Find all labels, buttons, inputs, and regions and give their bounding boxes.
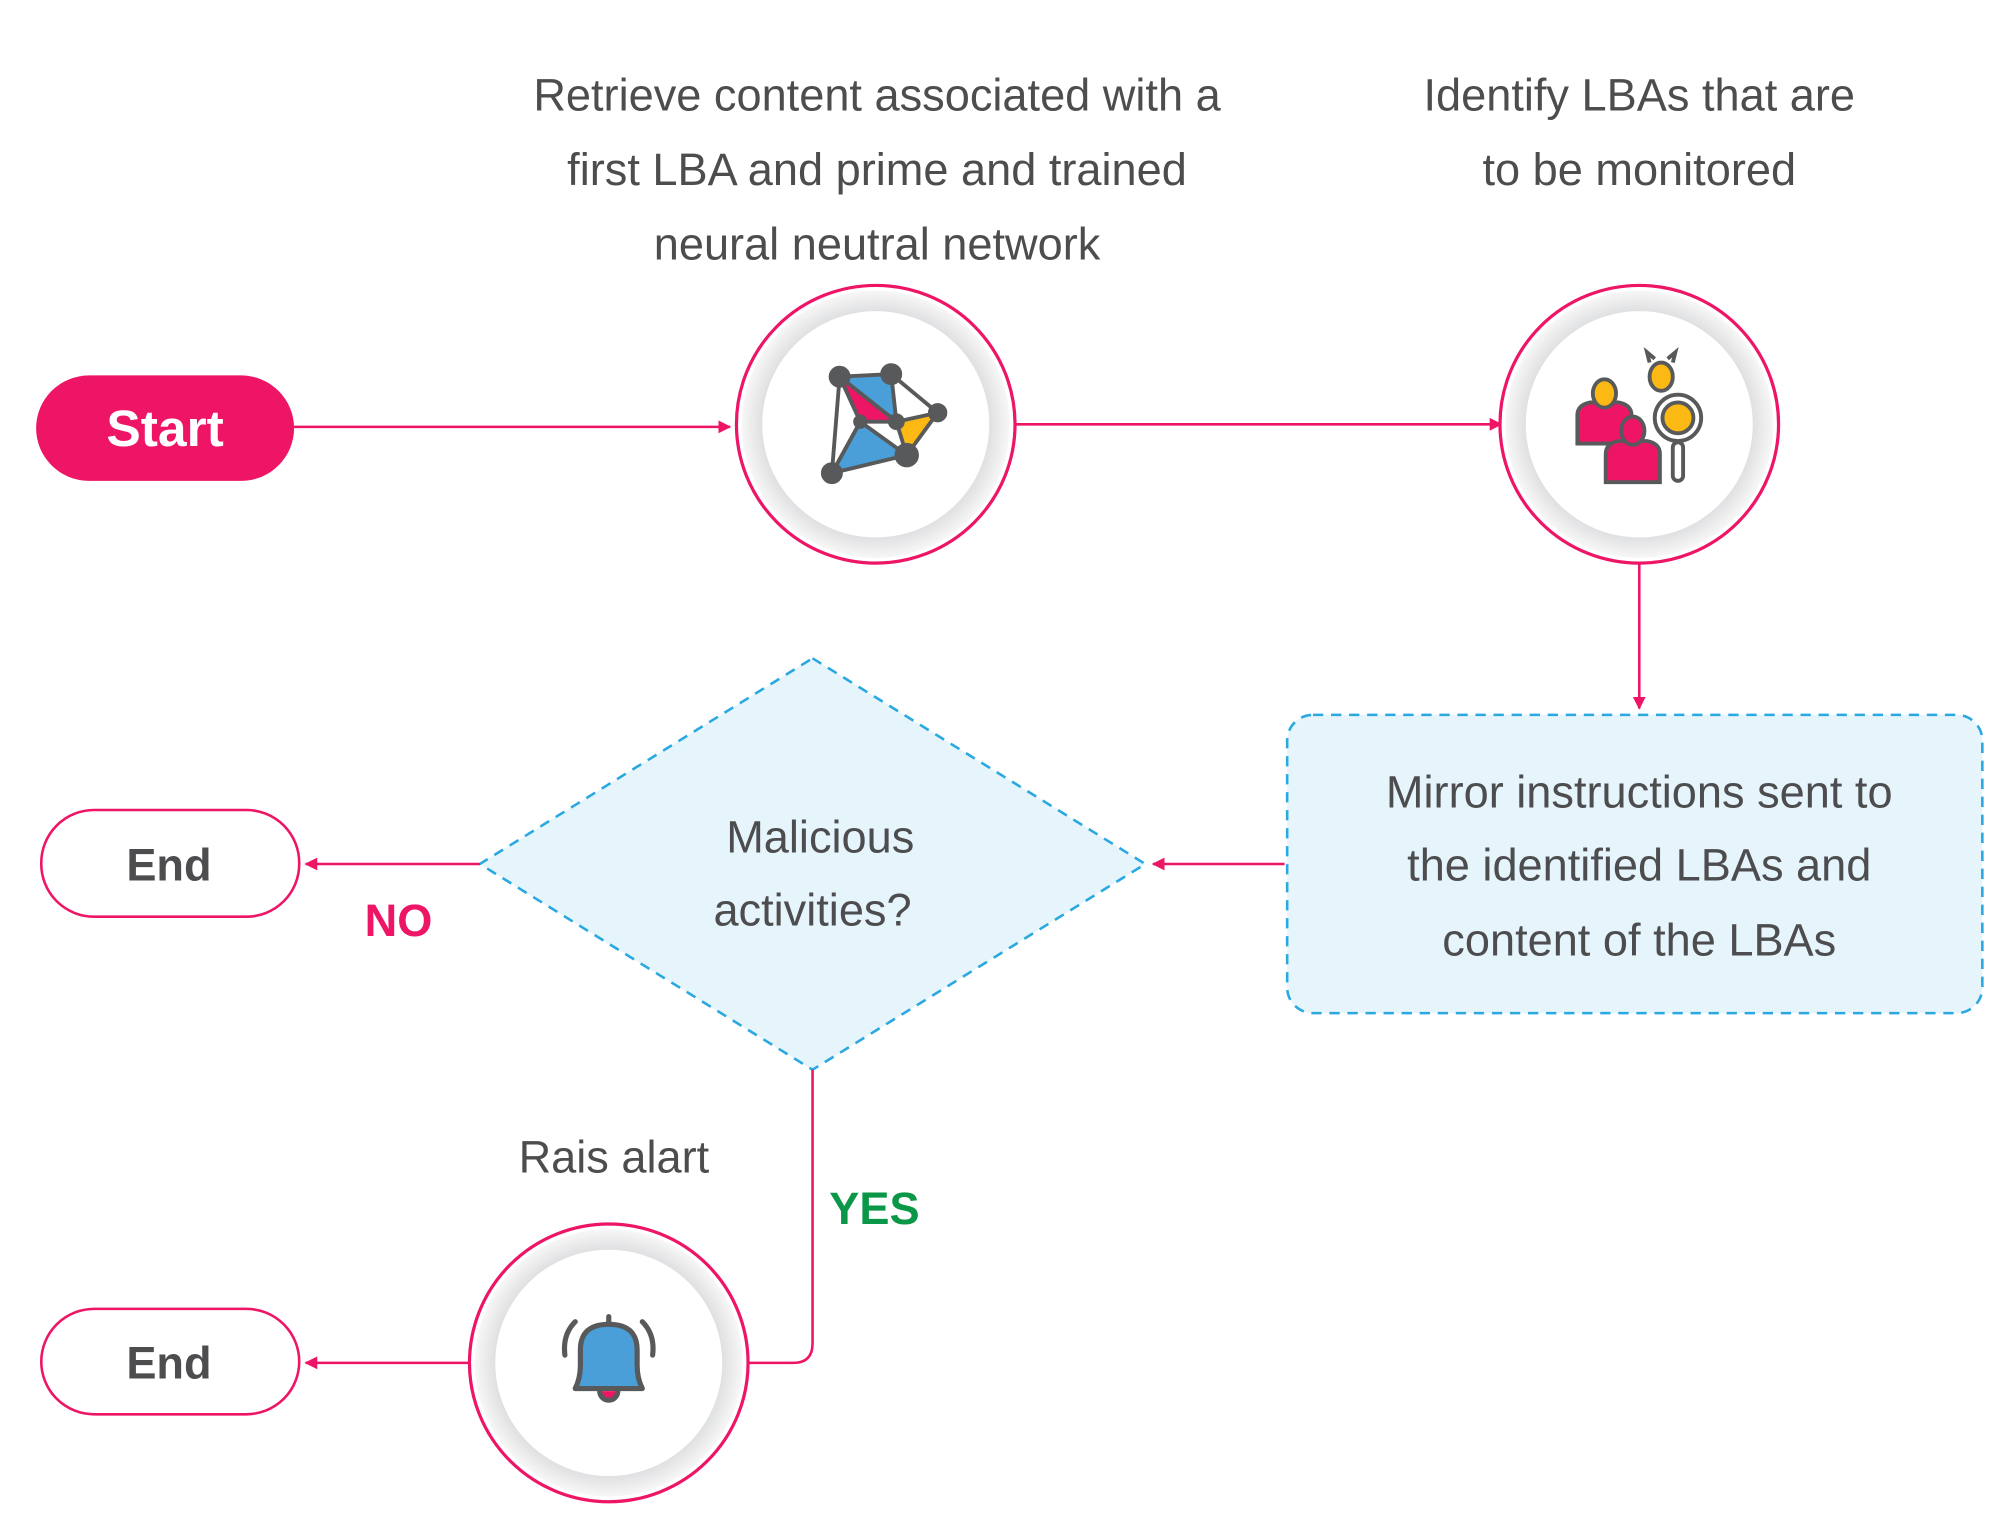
step3-line: the identified LBAs and xyxy=(1407,840,1871,891)
step2-text: Identify LBAs that are to be monitored xyxy=(1423,70,1855,195)
connector-yes xyxy=(748,1069,814,1365)
decision-node[interactable]: Malicious activities? xyxy=(477,656,1148,1072)
step3-line: content of the LBAs xyxy=(1442,914,1836,965)
step2-node[interactable] xyxy=(1498,283,1781,565)
step1-line: first LBA and prime and trained xyxy=(567,144,1187,195)
decision-line: activities? xyxy=(713,885,911,936)
end-label: End xyxy=(126,1337,211,1388)
step2-line: to be monitored xyxy=(1482,144,1796,195)
bell-icon xyxy=(561,1314,656,1403)
start-label: Start xyxy=(106,399,224,457)
neural-network-icon xyxy=(820,363,948,485)
users-search-icon xyxy=(1575,347,1704,485)
step3-line: Mirror instructions sent to xyxy=(1386,766,1893,817)
step3-node[interactable]: Mirror instructions sent to the identifi… xyxy=(1285,713,1984,1015)
step1-text: Retrieve content associated with a first… xyxy=(533,70,1221,270)
step1-node[interactable] xyxy=(734,283,1017,565)
step1-line: Retrieve content associated with a xyxy=(533,70,1221,121)
end-node-no[interactable]: End xyxy=(39,808,301,918)
alert-node[interactable] xyxy=(467,1222,750,1504)
start-node[interactable]: Start xyxy=(36,375,295,481)
decision-line: Malicious xyxy=(726,811,914,862)
end-node-yes[interactable]: End xyxy=(39,1307,301,1416)
no-label: NO xyxy=(365,895,433,946)
end-label: End xyxy=(126,840,211,891)
step1-line: neural neutral network xyxy=(654,219,1101,270)
yes-label: YES xyxy=(829,1183,919,1234)
alert-label: Rais alart xyxy=(519,1132,710,1183)
step2-line: Identify LBAs that are xyxy=(1423,70,1855,121)
